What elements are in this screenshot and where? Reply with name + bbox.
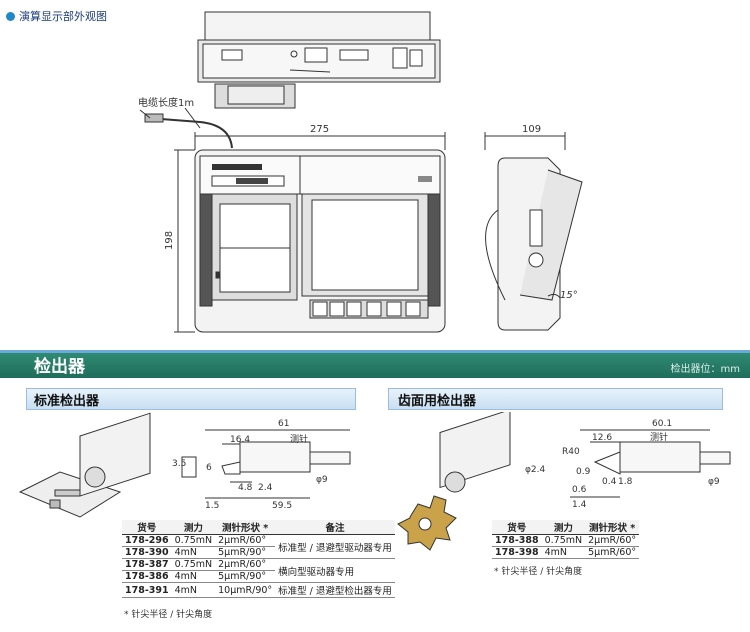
table-cell: 0.75mN xyxy=(171,534,216,547)
table-cell: 178-387 xyxy=(122,558,172,571)
gear-col-code: 货号 xyxy=(492,520,542,535)
std-dim-16-4: 16.4 xyxy=(230,435,250,445)
display-screen xyxy=(311,199,419,291)
section-title: 检出器 xyxy=(34,357,85,377)
table-cell: 5μmR/90° xyxy=(215,546,276,559)
tr: 货号 测力 测针形状 * xyxy=(492,520,640,535)
gear-dim-0-9: 0.9 xyxy=(576,467,591,477)
device-drawing: 电缆长度1m 275 109 198 15° xyxy=(138,11,583,333)
bullet-icon xyxy=(6,11,15,21)
table-cell: 178-390 xyxy=(122,546,172,559)
gear-dim-1-4: 1.4 xyxy=(572,500,587,510)
std-col-note: 备注 xyxy=(275,520,395,535)
std-dim-1-5: 1.5 xyxy=(205,501,219,511)
table-cell: 2μmR/60° xyxy=(215,558,276,571)
gear-dim-0-4: 0.4 xyxy=(602,477,617,487)
standard-subheader xyxy=(26,388,356,410)
standard-title: 标准检出器 xyxy=(34,394,100,409)
std-col-code: 货号 xyxy=(122,520,172,535)
table-cell: 0.75mN xyxy=(541,534,586,547)
gear-dim-0-6: 0.6 xyxy=(572,485,587,495)
table-cell: 10μmR/90° xyxy=(215,582,276,598)
dim-height: 198 xyxy=(164,231,175,250)
table-cell: 178-388 xyxy=(492,534,542,547)
gear-dim-60-1: 60.1 xyxy=(652,419,672,429)
std-probe-label: 测针 xyxy=(290,433,308,445)
table-cell: 4mN xyxy=(171,570,216,583)
gear-dim-phi9: φ9 xyxy=(708,477,720,487)
angle-label: 15° xyxy=(560,290,578,301)
table-cell: 178-296 xyxy=(122,534,172,547)
dim-depth: 109 xyxy=(522,124,541,135)
std-dim-61: 61 xyxy=(278,419,289,429)
table-cell: 0.75mN xyxy=(171,558,216,571)
std-col-shape: 测针形状 * xyxy=(215,520,276,535)
table-cell: 5μmR/90° xyxy=(215,570,276,583)
gear-footnote: * 针尖半径 / 针尖角度 xyxy=(494,567,583,577)
gear-title: 齿面用检出器 xyxy=(398,394,477,409)
std-col-force: 测力 xyxy=(171,520,216,535)
tr: 货号 测力 测针形状 * 备注 xyxy=(122,520,395,535)
section-unit: 检出器位：mm xyxy=(670,364,740,375)
page-header: 演算显示部外观图 xyxy=(6,8,107,24)
gear-dim-r40: R40 xyxy=(562,447,580,457)
std-dim-3-5: 3.5 xyxy=(172,459,186,469)
std-dim-6: 6 xyxy=(206,463,212,473)
table-cell: 178-391 xyxy=(122,582,172,598)
table-cell: 标准型 / 退避型检出器专用 xyxy=(275,582,395,598)
std-dim-2-4: 2.4 xyxy=(258,483,273,493)
gear-dim-1-8: 1.8 xyxy=(618,477,633,487)
standard-detector-drawing: 61 16.4 测针 3.5 6 4.8 2.4 φ9 1.5 59.5 xyxy=(18,412,351,518)
gear-dim-phi2-4: φ2.4 xyxy=(525,465,546,475)
table-cell: 4mN xyxy=(171,582,216,598)
table-cell: 178-398 xyxy=(492,546,542,559)
gear-detector-drawing: 60.1 12.6 测针 φ2.4 R40 0.9 0.6 0.4 1.8 1.… xyxy=(397,412,731,551)
std-dim-phi9: φ9 xyxy=(316,475,328,485)
table-cell: 2μmR/60° xyxy=(215,534,276,547)
top-view-cover xyxy=(204,11,431,43)
gear-probe-label: 测针 xyxy=(650,431,668,443)
section-band xyxy=(0,350,750,378)
gear-subheader xyxy=(388,388,723,410)
table-cell: 标准型 / 退避型驱动器专用 xyxy=(275,534,395,559)
brand-logo xyxy=(212,164,262,170)
table-cell: 5μmR/60° xyxy=(585,546,640,559)
table-cell: 4mN xyxy=(171,546,216,559)
table-cell: 2μmR/60° xyxy=(585,534,640,547)
std-dim-59-5: 59.5 xyxy=(272,501,292,511)
gear-col-shape: 测针形状 * xyxy=(585,520,640,535)
cable xyxy=(147,117,233,149)
table-cell: 178-386 xyxy=(122,570,172,583)
cable-label: 电缆长度1m xyxy=(138,96,194,109)
standard-footnote: * 针尖半径 / 针尖角度 xyxy=(124,610,213,620)
dim-width: 275 xyxy=(310,124,329,135)
table-cell: 4mN xyxy=(541,546,586,559)
std-dim-4-8: 4.8 xyxy=(238,483,253,493)
gear-col-force: 测力 xyxy=(541,520,586,535)
gear-dim-12-6: 12.6 xyxy=(592,433,612,443)
page-title: 演算显示部外观图 xyxy=(19,10,107,23)
table-cell: 横向型驱动器专用 xyxy=(275,558,395,583)
